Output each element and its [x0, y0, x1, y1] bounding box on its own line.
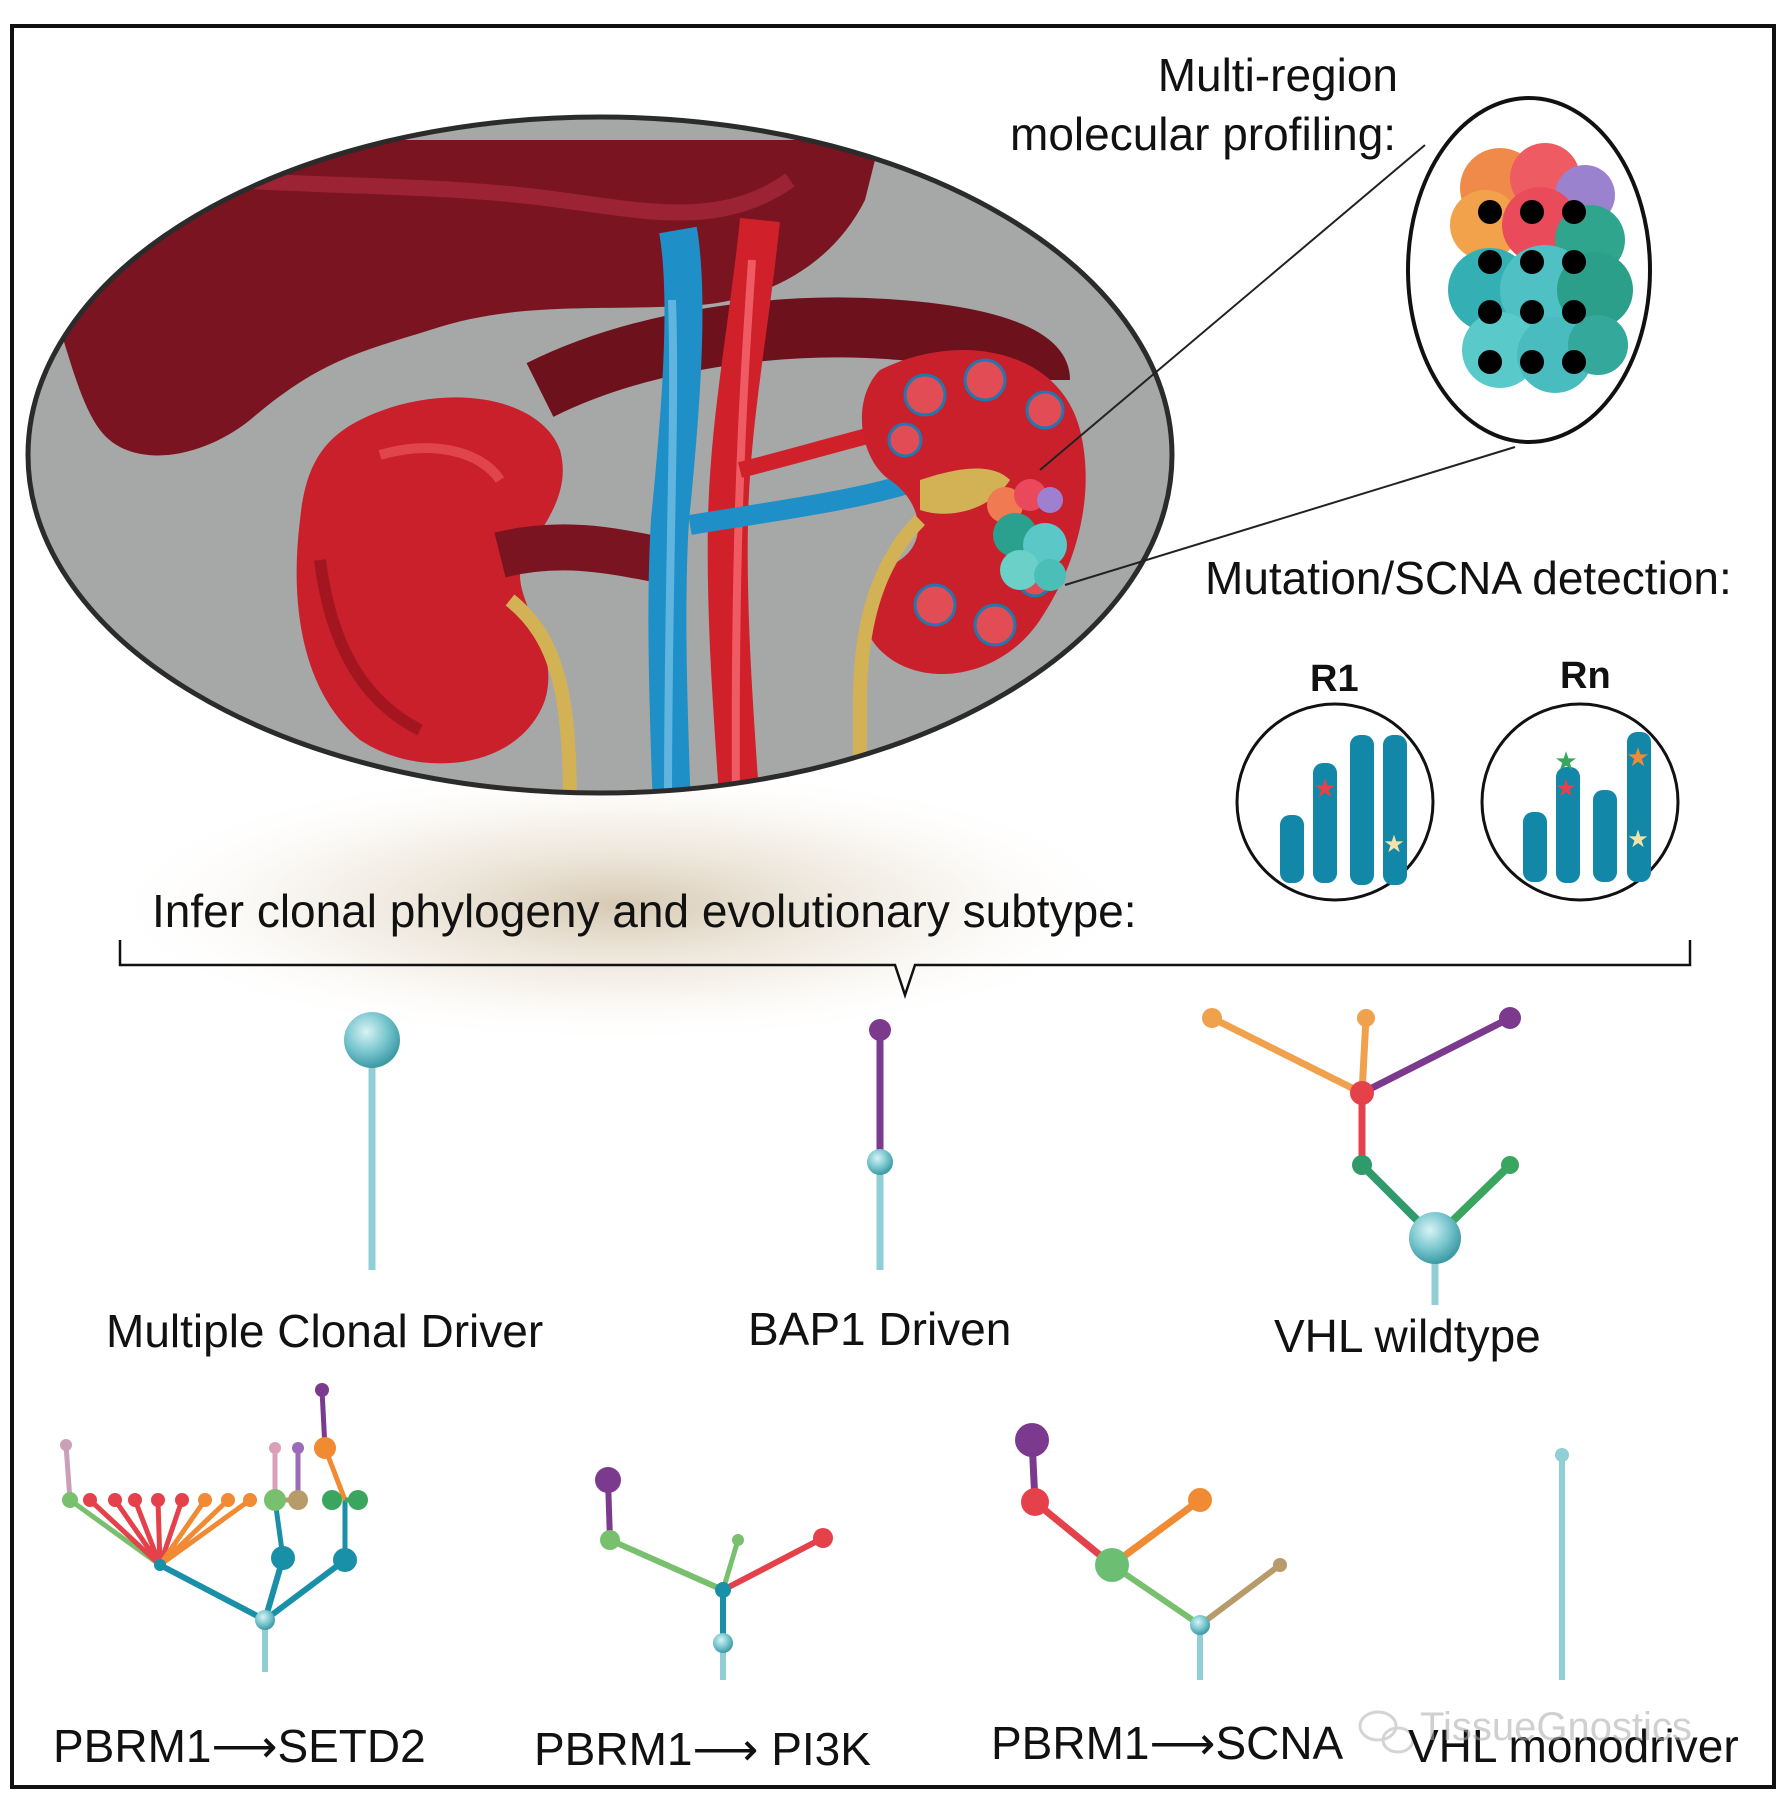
arrow-icon: ⟶	[211, 1720, 278, 1772]
kidney-illustration	[25, 114, 1175, 796]
gene-left: PBRM1	[991, 1717, 1150, 1769]
phylogeny-tree-vhl-wildtype	[1202, 1007, 1521, 1305]
phylogeny-tree-pbrm1-pi3k	[595, 1467, 833, 1680]
subtype-label-pbrm1-setd2: PBRM1⟶SETD2	[53, 1723, 426, 1769]
watermark: TissueGnostics	[1420, 1705, 1692, 1749]
curly-brace	[118, 940, 1692, 999]
tumor-cluster	[987, 479, 1067, 591]
wechat-icon	[1358, 1710, 1415, 1754]
star-mutation-icon: ★	[1626, 742, 1649, 772]
subtype-label-vhl-monodriver: VHL monodriver	[1408, 1720, 1739, 1772]
sampling-points	[1478, 200, 1586, 374]
region-label-rn: Rn	[1560, 655, 1611, 697]
subtype-label-multiple-clonal-driver: Multiple Clonal Driver	[106, 1305, 544, 1357]
star-mutation-icon: ★	[1554, 746, 1577, 776]
star-mutation-icon: ★	[1313, 773, 1336, 803]
arrow-icon: ⟶	[1149, 1717, 1216, 1769]
figure-frame	[10, 24, 1776, 1789]
phylogeny-tree-vhl-monodriver	[1555, 1448, 1569, 1680]
phylogeny-tree-bap1-driven	[867, 1019, 893, 1270]
gene-right: SCNA	[1215, 1717, 1344, 1769]
profiling-label-line2: molecular profiling:	[1010, 108, 1397, 160]
callout-line-bottom	[1064, 446, 1516, 586]
infer-label: Infer clonal phylogeny and evolutionary …	[152, 885, 1137, 937]
gene-right: SETD2	[277, 1720, 426, 1772]
profiling-label-line1: Multi-region	[1157, 49, 1398, 101]
phylogeny-tree-multiple-clonal-driver	[344, 1012, 400, 1270]
shadow-glow	[100, 765, 1140, 1045]
callout-line-top	[1039, 144, 1426, 471]
tumor-sample-icon	[1406, 96, 1652, 444]
phylogeny-tree-pbrm1-setd2	[60, 1383, 368, 1672]
arrow-icon: ⟶	[692, 1723, 759, 1775]
star-mutation-icon: ★	[1555, 775, 1577, 802]
chromosome-panel-rn: ★ ★ ★ ★	[1480, 702, 1680, 902]
subtype-label-vhl-wildtype: VHL wildtype	[1274, 1310, 1541, 1362]
gene-right: PI3K	[771, 1723, 871, 1775]
phylogeny-tree-pbrm1-scna	[1015, 1423, 1287, 1680]
gene-left: PBRM1	[53, 1720, 212, 1772]
star-mutation-icon: ★	[1383, 831, 1405, 858]
region-label-r1: R1	[1310, 658, 1359, 700]
chromosome-icon	[1280, 735, 1407, 885]
detection-label: Mutation/SCNA detection:	[1205, 552, 1732, 604]
subtype-label-pbrm1-scna: PBRM1⟶SCNA	[991, 1720, 1343, 1766]
subtype-label-pbrm1-pi3k: PBRM1⟶ PI3K	[534, 1726, 871, 1772]
subtype-label-bap1-driven: BAP1 Driven	[748, 1303, 1012, 1355]
chromosome-panel-r1: ★ ★	[1235, 702, 1435, 902]
star-mutation-icon: ★	[1627, 826, 1649, 853]
chromosome-icon	[1523, 732, 1651, 883]
gene-left: PBRM1	[534, 1723, 693, 1775]
